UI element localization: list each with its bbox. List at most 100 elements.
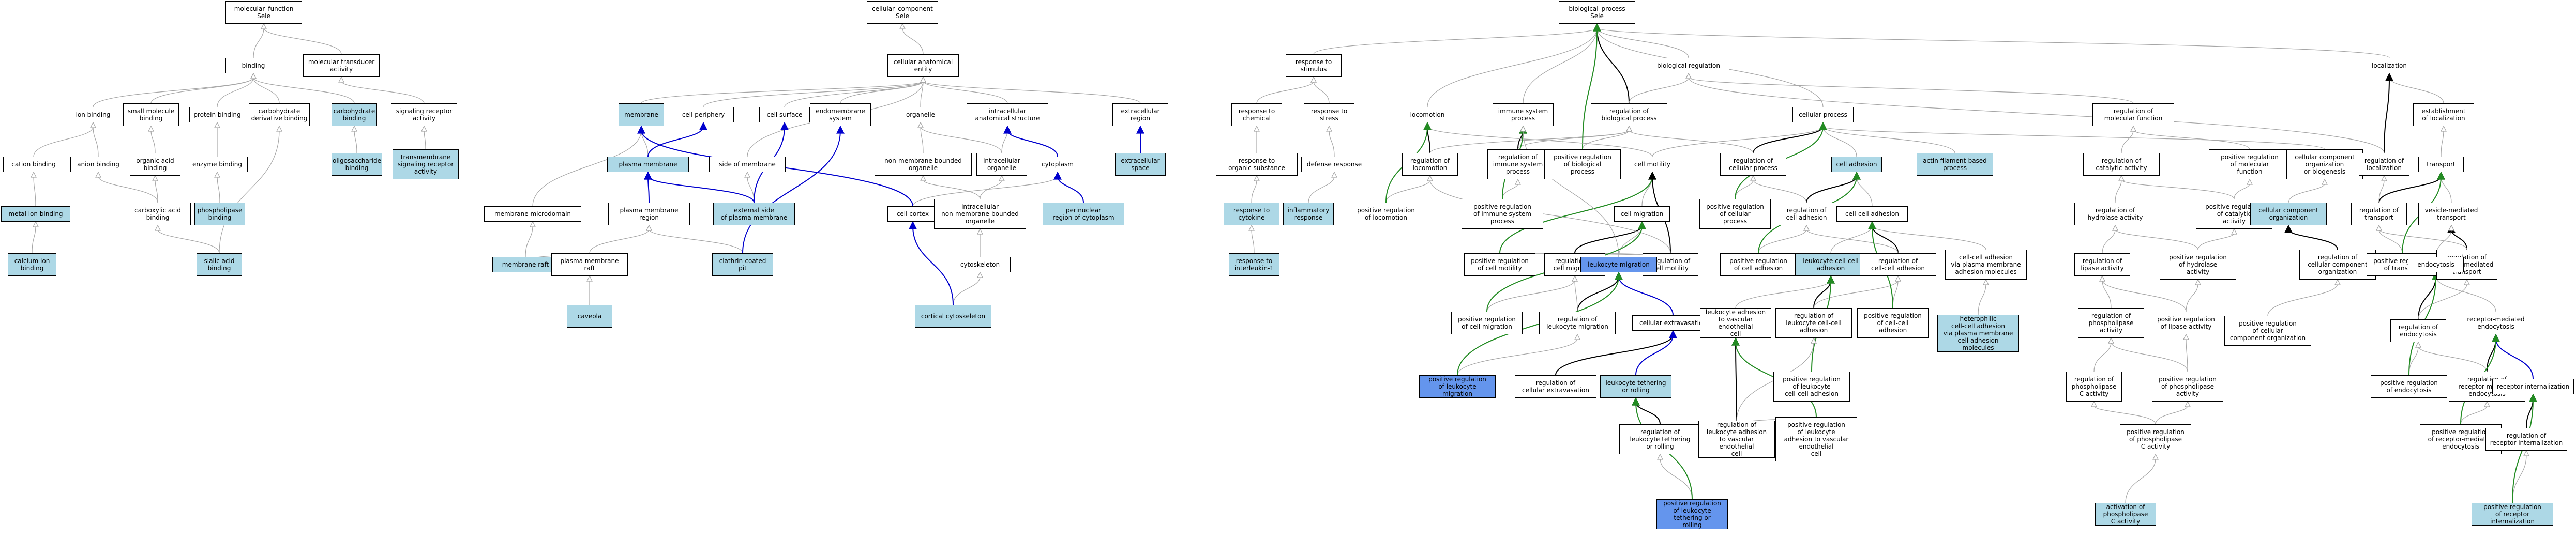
term-posregleukmig[interactable]: positive regulation of leukocyte migrati… bbox=[1419, 375, 1496, 398]
term-sract[interactable]: signaling receptor activity bbox=[391, 103, 457, 126]
term-cab[interactable]: calcium ion binding bbox=[8, 253, 56, 276]
term-posreghyd[interactable]: positive regulation of hydrolase activit… bbox=[2160, 250, 2236, 280]
term-regloc[interactable]: regulation of localization bbox=[2359, 153, 2409, 176]
term-posreglocomo[interactable]: positive regulation of locomotion bbox=[1343, 203, 1429, 225]
term-pmreg[interactable]: plasma membrane region bbox=[608, 203, 690, 225]
term-defresp[interactable]: defense response bbox=[1301, 157, 1367, 172]
term-local[interactable]: localization bbox=[2367, 58, 2412, 73]
term-caveola[interactable]: caveola bbox=[567, 305, 612, 328]
term-regrecint[interactable]: regulation of receptor internalization bbox=[2485, 428, 2567, 451]
term-posregcellproc[interactable]: positive regulation of cellular process bbox=[1699, 199, 1771, 229]
term-cdb[interactable]: carbohydrate derivative binding bbox=[249, 103, 310, 126]
term-posregcca[interactable]: positive regulation of cell-cell adhesio… bbox=[1857, 308, 1929, 338]
term-carbb[interactable]: carbohydrate binding bbox=[332, 103, 377, 126]
term-perinuc[interactable]: perinuclear region of cytoplasm bbox=[1043, 203, 1124, 225]
term-regleukmig[interactable]: regulation of leukocyte migration bbox=[1539, 312, 1616, 334]
term-ecreg[interactable]: extracellular region bbox=[1112, 103, 1168, 126]
term-cae[interactable]: cellular anatomical entity bbox=[887, 54, 959, 77]
term-posregtether[interactable]: positive regulation of leukocyte tetheri… bbox=[1656, 499, 1728, 529]
term-cellmot[interactable]: cell motility bbox=[1630, 157, 1675, 172]
term-extside[interactable]: external side of plasma membrane bbox=[713, 203, 795, 225]
term-regimm[interactable]: regulation of immune system process bbox=[1487, 149, 1548, 179]
term-recint[interactable]: receptor internalization bbox=[2492, 379, 2574, 394]
term-cortex[interactable]: cell cortex bbox=[887, 206, 938, 222]
term-bioreg[interactable]: biological regulation bbox=[1648, 58, 1729, 73]
term-enzb[interactable]: enzyme binding bbox=[187, 157, 248, 172]
term-leuktether[interactable]: leukocyte tethering or rolling bbox=[1600, 375, 1671, 398]
term-regcat[interactable]: regulation of catalytic activity bbox=[2083, 153, 2160, 176]
term-memmicro[interactable]: membrane microdomain bbox=[484, 206, 581, 222]
term-organelle[interactable]: organelle bbox=[898, 107, 943, 122]
term-cellproc[interactable]: cellular process bbox=[1792, 107, 1854, 122]
term-regendo[interactable]: regulation of endocytosis bbox=[2390, 319, 2446, 342]
term-siab[interactable]: sialic acid binding bbox=[197, 253, 242, 276]
term-posregimm[interactable]: positive regulation of immune system pro… bbox=[1462, 199, 1543, 229]
term-posregphospho[interactable]: positive regulation of phospholipase act… bbox=[2152, 372, 2223, 402]
term-binding[interactable]: binding bbox=[225, 58, 281, 73]
term-cytoskel[interactable]: cytoskeleton bbox=[950, 257, 1011, 272]
term-regbp[interactable]: regulation of biological process bbox=[1591, 103, 1667, 126]
term-clathrin[interactable]: clathrin-coated pit bbox=[712, 253, 773, 276]
term-posreglipase[interactable]: positive regulation of lipase activity bbox=[2153, 312, 2219, 334]
term-regvesmt[interactable]: regulation of vesicle-mediated transport bbox=[2436, 250, 2497, 280]
term-caab[interactable]: carboxylic acid binding bbox=[125, 203, 191, 225]
term-csurf[interactable]: cell surface bbox=[759, 107, 810, 122]
term-cellmig[interactable]: cell migration bbox=[1614, 206, 1670, 222]
term-rstim[interactable]: response to stimulus bbox=[1286, 54, 1342, 77]
term-rchem[interactable]: response to chemical bbox=[1231, 103, 1282, 126]
term-protb[interactable]: protein binding bbox=[189, 107, 245, 122]
term-mf[interactable]: molecular_function Sele bbox=[225, 1, 302, 24]
term-locomo[interactable]: locomotion bbox=[1405, 107, 1450, 122]
term-cperiph[interactable]: cell periphery bbox=[673, 107, 734, 122]
term-pmraft[interactable]: plasma membrane raft bbox=[551, 253, 628, 276]
term-posregmf[interactable]: positive regulation of molecular functio… bbox=[2209, 149, 2291, 179]
term-vesmt[interactable]: vesicle-mediated transport bbox=[2418, 203, 2484, 225]
term-rorg[interactable]: response to organic substance bbox=[1216, 153, 1298, 176]
term-transport[interactable]: transport bbox=[2418, 157, 2464, 172]
term-ecspace[interactable]: extracellular space bbox=[1115, 153, 1166, 176]
term-posregcelladh[interactable]: positive regulation of cell adhesion bbox=[1720, 253, 1797, 276]
term-regcca[interactable]: regulation of cell-cell adhesion bbox=[1860, 253, 1936, 276]
term-regphospho[interactable]: regulation of phospholipase activity bbox=[2078, 308, 2144, 338]
term-cc[interactable]: cellular_component Sele bbox=[867, 1, 938, 24]
term-regcelladh[interactable]: regulation of cell adhesion bbox=[1779, 203, 1834, 225]
term-mtact[interactable]: molecular transducer activity bbox=[303, 54, 380, 77]
term-homophilic[interactable]: heterophilic cell-cell adhesion via plas… bbox=[1937, 315, 2019, 352]
term-regtrans[interactable]: regulation of transport bbox=[2351, 203, 2407, 225]
term-reghyd[interactable]: regulation of hydrolase activity bbox=[2074, 203, 2156, 225]
term-regphosC[interactable]: regulation of phospholipase C activity bbox=[2066, 372, 2122, 402]
term-actin[interactable]: actin filament-based process bbox=[1917, 153, 1993, 176]
term-reglocomo[interactable]: regulation of locomotion bbox=[1402, 153, 1458, 176]
term-posregcat[interactable]: positive regulation of catalytic activit… bbox=[2196, 199, 2272, 229]
term-posregendo[interactable]: positive regulation of endocytosis bbox=[2371, 375, 2447, 398]
term-rstress[interactable]: response to stress bbox=[1304, 103, 1354, 126]
term-sidemem[interactable]: side of membrane bbox=[709, 157, 786, 172]
term-plb[interactable]: phospholipase binding bbox=[194, 203, 245, 225]
term-celladh[interactable]: cell adhesion bbox=[1831, 157, 1882, 172]
term-metb[interactable]: metal ion binding bbox=[1, 206, 70, 222]
term-icstruct[interactable]: intracellular anatomical structure bbox=[967, 103, 1048, 126]
term-regleukendo[interactable]: regulation of leukocyte adhesion to vasc… bbox=[1698, 421, 1775, 458]
term-membrane[interactable]: membrane bbox=[619, 103, 664, 126]
term-endomem[interactable]: endomembrane system bbox=[810, 103, 871, 126]
term-regcellextrav[interactable]: regulation of cellular extravasation bbox=[1515, 375, 1596, 398]
term-rme[interactable]: receptor-mediated endocytosis bbox=[2458, 312, 2534, 334]
term-smb[interactable]: small molecule binding bbox=[123, 103, 179, 126]
term-posregmot[interactable]: positive regulation of cell motility bbox=[1464, 253, 1535, 276]
term-regtether[interactable]: regulation of leukocyte tethering or rol… bbox=[1619, 424, 1701, 454]
term-rcyto[interactable]: response to cytokine bbox=[1224, 203, 1279, 225]
term-regcellproc[interactable]: regulation of cellular process bbox=[1720, 153, 1786, 176]
term-icnmbo[interactable]: intracellular non-membrane-bounded organ… bbox=[934, 199, 1026, 229]
term-posreglcca[interactable]: positive regulation of leukocyte cell-ce… bbox=[1773, 372, 1850, 402]
term-regmf[interactable]: regulation of molecular function bbox=[2092, 103, 2174, 126]
term-icorg[interactable]: intracellular organelle bbox=[976, 153, 1027, 176]
term-cca[interactable]: cell-cell adhesion bbox=[1836, 206, 1908, 222]
term-ionb[interactable]: ion binding bbox=[68, 107, 118, 122]
term-posregccorg[interactable]: positive regulation of cellular componen… bbox=[2224, 316, 2311, 346]
term-actphosC[interactable]: activation of phospholipase C activity bbox=[2095, 503, 2156, 526]
term-tmsr[interactable]: transmembrane signaling receptor activit… bbox=[393, 149, 459, 179]
term-reglipase[interactable]: regulation of lipase activity bbox=[2074, 253, 2130, 276]
term-cortcyto[interactable]: cortical cytoskeleton bbox=[915, 305, 991, 328]
term-endocyt[interactable]: endocytosis bbox=[2408, 257, 2464, 272]
term-ccapm[interactable]: cell-cell adhesion via plasma-membrane a… bbox=[1945, 250, 2027, 280]
